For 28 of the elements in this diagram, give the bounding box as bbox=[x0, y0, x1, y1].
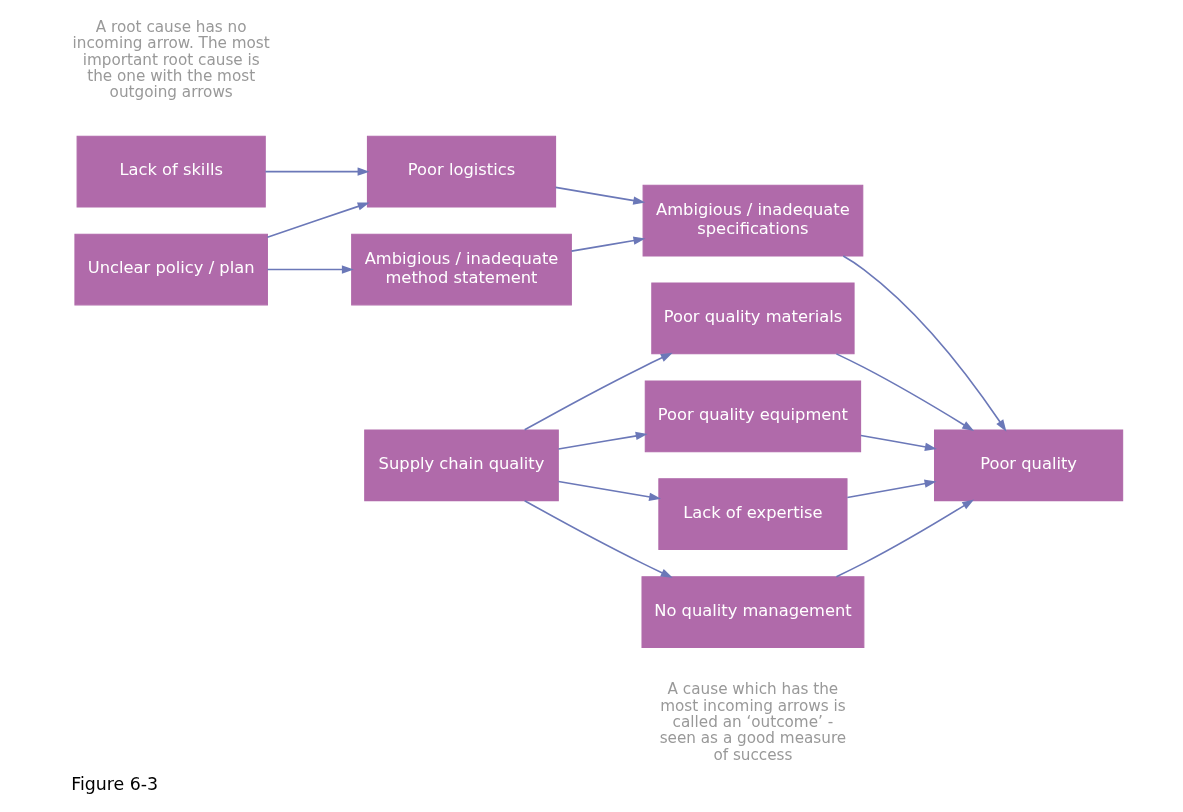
node-box: Poor logistics bbox=[366, 135, 556, 208]
arrow bbox=[554, 186, 645, 205]
arrow bbox=[859, 434, 937, 452]
node-box: Poor quality bbox=[933, 429, 1123, 502]
arrow bbox=[266, 265, 354, 274]
caption: Figure 6-3 bbox=[70, 773, 158, 794]
arrow bbox=[835, 499, 974, 578]
node-box: No quality management bbox=[640, 576, 864, 648]
arrow bbox=[523, 499, 673, 578]
arrow bbox=[570, 236, 645, 252]
arrow bbox=[264, 167, 370, 176]
node-box: Unclear policy / plan bbox=[73, 233, 268, 306]
arrow bbox=[841, 255, 1006, 432]
label: A root cause has no incoming arrow. The most important root cause is the one with the most outgoing arrows bbox=[72, 18, 270, 102]
arrow bbox=[835, 353, 974, 432]
node-box: Ambigious / inadequate method statement bbox=[350, 233, 572, 306]
node-box: Poor quality equipment bbox=[644, 380, 861, 453]
arrow bbox=[523, 352, 673, 431]
arrow bbox=[266, 202, 370, 239]
node-box: Lack of skills bbox=[76, 135, 266, 208]
arrow bbox=[557, 431, 648, 450]
node-box: Supply chain quality bbox=[363, 429, 559, 502]
arrow bbox=[557, 480, 661, 501]
node-box: Ambigious / inadequate specifications bbox=[642, 184, 863, 257]
node-box: Lack of expertise bbox=[657, 478, 848, 551]
arrow bbox=[846, 479, 937, 499]
node-box: Poor quality materials bbox=[650, 282, 855, 355]
label: A cause which has the most incoming arrows is called an ‘outcome’ - seen as a good measure of success bbox=[659, 680, 846, 764]
